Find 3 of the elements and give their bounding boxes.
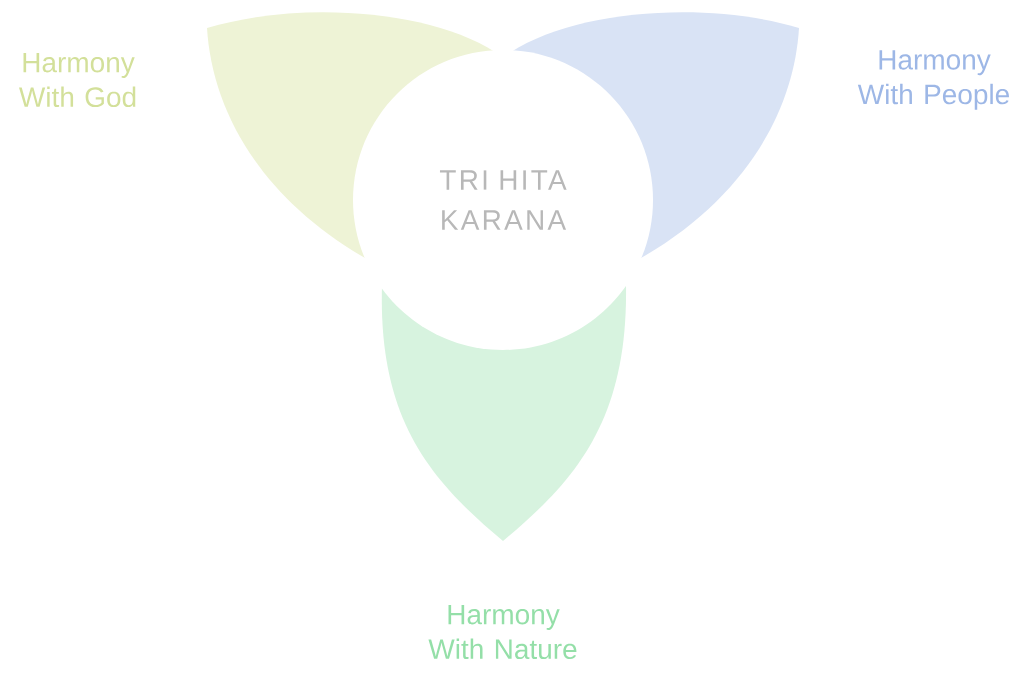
petal-label: Harmony With God (19, 52, 136, 108)
petal-label: Harmony With Nature (428, 604, 577, 660)
petal-label: Harmony With People (857, 50, 1009, 110)
